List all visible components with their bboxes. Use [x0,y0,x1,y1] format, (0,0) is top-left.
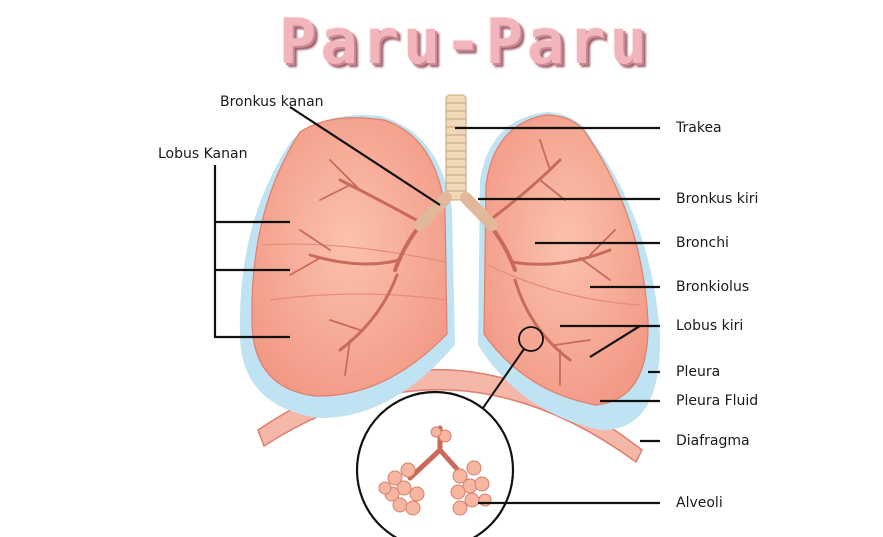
left-lung [484,115,648,405]
label-lobus-kiri: Lobus kiri [676,317,743,335]
label-pleura: Pleura [676,363,720,381]
label-bronchi: Bronchi [676,234,729,252]
label-pleura-fluid: Pleura Fluid [676,392,758,410]
label-alveoli: Alveoli [676,494,723,512]
label-bronkus-kanan: Bronkus kanan [220,93,324,111]
label-lobus-kanan: Lobus Kanan [158,145,247,163]
label-bronkus-kiri: Bronkus kiri [676,190,758,208]
label-diafragma: Diafragma [676,432,750,450]
label-bronkiolus: Bronkiolus [676,278,749,296]
label-trakea: Trakea [676,119,722,137]
alveoli-magnified-view [357,392,513,537]
